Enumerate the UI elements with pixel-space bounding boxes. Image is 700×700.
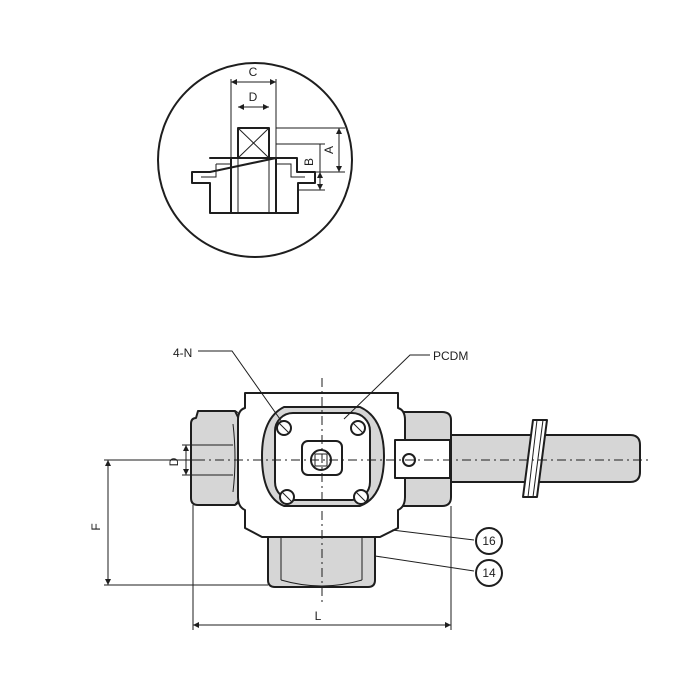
label-4n: 4-N: [173, 346, 192, 360]
callout-16-circle: [475, 527, 503, 555]
dimension-d-label: D: [249, 90, 258, 104]
dimension-f-label: F: [89, 523, 103, 530]
main-view: D F L 4-N PCDM 16 14: [89, 346, 648, 630]
main-dimension-d-label: D: [167, 457, 181, 466]
dimension-c-label: C: [249, 65, 258, 79]
handle: [450, 434, 641, 483]
callout-14-label: 14: [482, 566, 496, 580]
leader-4n: [198, 350, 283, 423]
detail-circle: [157, 62, 353, 258]
dimension-a-label: A: [322, 146, 336, 154]
callout-16-label: 16: [482, 534, 496, 548]
callout-14-circle: [475, 559, 503, 587]
dimension-b-label: B: [302, 158, 316, 166]
detail-view: C D A B: [157, 62, 353, 258]
leader-pcdm: [343, 354, 430, 420]
left-port: [190, 410, 243, 506]
dimension-l-label: L: [315, 609, 322, 623]
bolt-holes: [276, 420, 369, 505]
label-pcdm: PCDM: [433, 349, 468, 363]
